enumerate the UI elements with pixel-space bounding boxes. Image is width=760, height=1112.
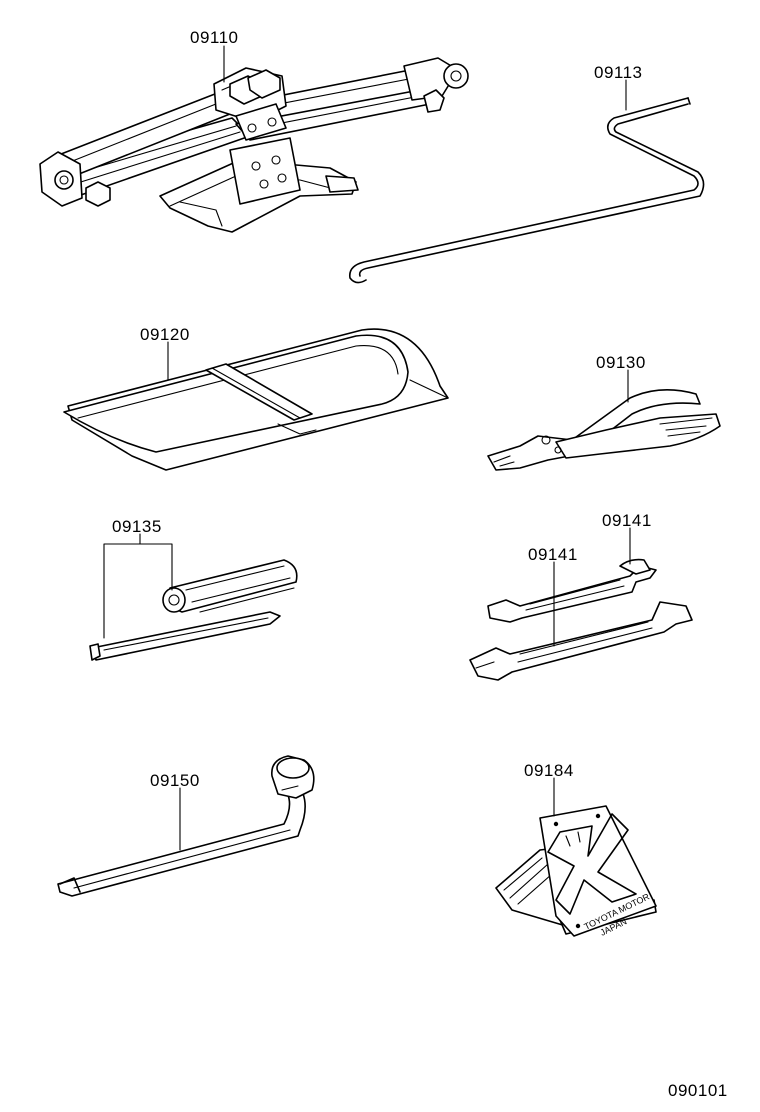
part-number-jack: 09110 [190, 28, 239, 47]
part-number-wrench-large: 09141 [528, 545, 578, 564]
leader-lines [103, 45, 631, 851]
tool-bag[interactable] [63, 328, 449, 471]
scissor-jack[interactable] [39, 57, 469, 233]
part-number-lug-wrench: 09150 [150, 771, 200, 790]
part-number-wrench-small: 09141 [602, 511, 652, 530]
part-number-pliers: 09130 [596, 353, 646, 372]
pliers[interactable] [487, 389, 721, 471]
wrench-large[interactable] [469, 601, 693, 681]
figure-code: 090101 [668, 1081, 728, 1100]
part-number-tool-bag: 09120 [140, 325, 190, 344]
part-number-screwdriver: 09135 [112, 517, 162, 536]
wheel-chock[interactable]: TOYOTA MOTOR JAPAN [495, 805, 657, 938]
screwdriver[interactable] [89, 559, 298, 661]
part-number-jack-handle: 09113 [594, 63, 643, 82]
wrench-small[interactable] [487, 558, 657, 623]
part-number-wheel-chock: 09184 [524, 761, 574, 780]
jack-handle[interactable] [348, 97, 705, 284]
lug-wrench[interactable] [57, 755, 315, 897]
